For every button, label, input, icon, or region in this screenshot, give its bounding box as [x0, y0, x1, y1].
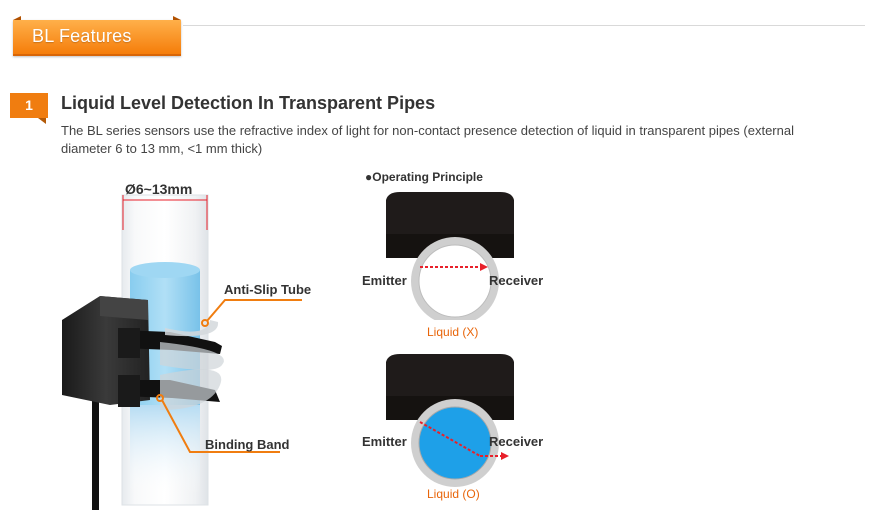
header-divider: [183, 25, 865, 26]
principle-diagram-empty: [386, 192, 514, 320]
product-illustration: [62, 194, 302, 510]
anti-slip-tube-label: Anti-Slip Tube: [224, 282, 312, 297]
operating-principle-title: ●Operating Principle: [365, 170, 483, 184]
principle-diagram-liquid: [386, 354, 514, 487]
receiver-label-bottom: Receiver: [489, 434, 544, 449]
diameter-label: Ø6~13mm: [125, 181, 193, 197]
section-title: Liquid Level Detection In Transparent Pi…: [61, 93, 436, 113]
section-number-badge: 1: [10, 93, 48, 118]
binding-band-label: Binding Band: [205, 437, 290, 452]
badge-notch: [38, 118, 46, 124]
receiver-label-top: Receiver: [489, 273, 544, 288]
tab-fold-left: [13, 16, 21, 20]
liquid-present-caption: Liquid (O): [427, 487, 480, 501]
emitter-label-top: Emitter: [362, 273, 407, 288]
features-tab: [13, 20, 181, 56]
features-tab-label: BL Features: [32, 26, 132, 46]
tab-fold-right: [173, 16, 181, 20]
section-description: The BL series sensors use the refractive…: [61, 123, 794, 156]
emitter-label-bottom: Emitter: [362, 434, 407, 449]
liquid-absent-caption: Liquid (X): [427, 325, 479, 339]
